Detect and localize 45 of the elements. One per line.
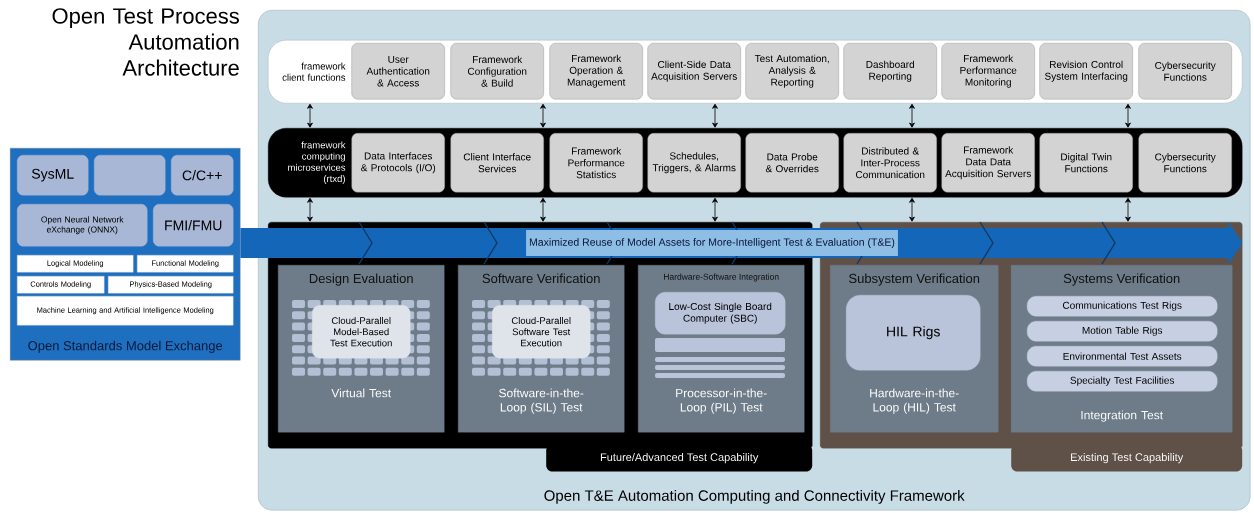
function-box: Test Automation, Analysis & Reporting [745, 43, 839, 100]
function-box: Framework Configuration & Build [450, 43, 544, 100]
facility-pill: Communications Test Rigs [1027, 296, 1218, 317]
double-arrow [540, 197, 546, 222]
service-box: Client Interface Services [450, 133, 544, 193]
service-box: Digital Twin Functions [1039, 133, 1133, 193]
standard-box: C/C++ [171, 155, 234, 196]
function-box: Cybersecurity Functions [1138, 43, 1232, 100]
execution-box: Cloud-Parallel Software Test Execution [492, 305, 591, 359]
service-box: Schedules, Triggers, & Alarms [647, 133, 741, 193]
service-box: Data Probe & Overrides [745, 133, 839, 193]
function-box: Framework Performance Monitoring [941, 43, 1035, 100]
facility-pill: Environmental Test Assets [1027, 346, 1218, 367]
execution-box: Cloud-Parallel Model-Based Test Execution [312, 305, 411, 359]
double-arrow [1125, 197, 1131, 222]
service-box: Data Interfaces & Protocols (I/O) [351, 133, 445, 193]
function-box: Client-Side Data Acquisition Servers [647, 43, 741, 100]
standard-box: Open Neural Network eXchange (ONNX) [17, 204, 148, 247]
title: Open Test Process Automation Architecture [52, 8, 239, 76]
node-label: Future/Advanced Test Capability [600, 452, 759, 464]
service-box: Cybersecurity Functions [1138, 133, 1232, 193]
standard-box [94, 155, 166, 196]
double-arrow [909, 197, 915, 222]
double-arrow [712, 197, 718, 222]
double-arrow [1125, 103, 1131, 128]
function-box: Dashboard Reporting [843, 43, 937, 100]
function-box: Framework Operation & Management [549, 43, 643, 100]
double-arrow [712, 103, 718, 128]
double-arrow [540, 103, 546, 128]
double-arrow [909, 103, 915, 128]
computer-box: Low-Cost Single Board Computer (SBC) [655, 292, 786, 335]
node-label: Existing Test Capability [1071, 452, 1184, 464]
standard-box: FMI/FMU [153, 204, 234, 247]
facility-pill: Motion Table Rigs [1027, 321, 1218, 342]
service-box: Distributed & Inter-Process Communication [843, 133, 937, 193]
service-box: Framework Data Data Acquisition Servers [941, 133, 1035, 193]
service-box: Framework Performance Statistics [549, 133, 643, 193]
edge-label: Maximized Reuse of Model Assets for More-Intelligent Test & Evaluation (T&E) [526, 230, 898, 256]
function-box: Revision Control System Interfacing [1039, 43, 1133, 100]
double-arrow [307, 103, 313, 128]
standard-box: SysML [17, 155, 89, 196]
double-arrow [307, 197, 313, 222]
facility-pill: Specialty Test Facilities [1027, 371, 1218, 392]
rigs-box: HIL Rigs [846, 295, 981, 371]
function-box: User Authentication & Access [351, 43, 445, 100]
